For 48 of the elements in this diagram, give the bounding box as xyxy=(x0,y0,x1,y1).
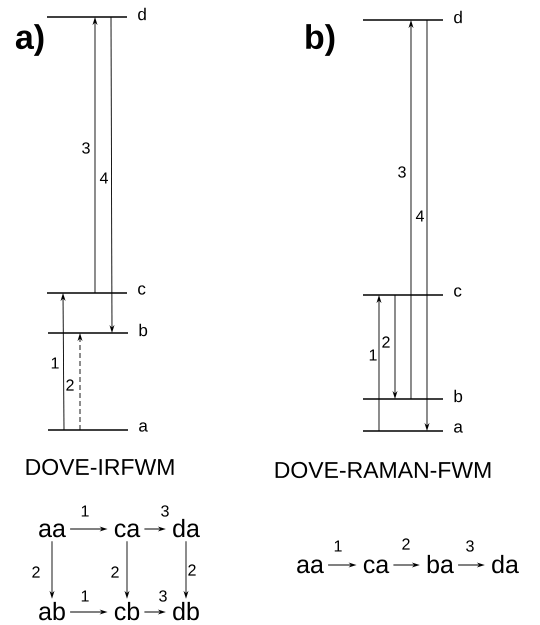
method-name: DOVE-IRFWM xyxy=(26,458,174,476)
edge-label: 2 xyxy=(110,566,120,578)
edge-label: 1 xyxy=(333,540,343,552)
energy-level: d xyxy=(47,8,146,20)
edge-label: 4 xyxy=(415,210,425,222)
energy-level: b xyxy=(48,324,148,336)
edge-label: 2 xyxy=(187,564,197,576)
state-label: ca xyxy=(114,524,140,538)
edge-label: 2 xyxy=(65,378,75,392)
state-label: da xyxy=(492,554,519,574)
panel-label: b) xyxy=(306,24,334,56)
node-label: b xyxy=(454,390,462,402)
energy-level: c xyxy=(363,287,462,297)
energy-level: b xyxy=(363,390,462,402)
state-label: aa xyxy=(297,560,324,574)
energy-level: d xyxy=(363,10,462,24)
energy-level: c xyxy=(47,285,146,295)
edge-label: 4 xyxy=(99,172,109,184)
edge-label: 1 xyxy=(50,357,60,369)
node-label: d xyxy=(454,10,462,24)
state-label: ca xyxy=(364,560,390,574)
energy-level: a xyxy=(363,423,463,433)
node-label: b xyxy=(139,324,148,336)
edge-label: 3 xyxy=(160,504,170,518)
edge-label: 3 xyxy=(465,540,475,552)
edge-label: 1 xyxy=(80,590,90,602)
edge-label: 1 xyxy=(368,349,378,361)
edge-label: 3 xyxy=(158,590,168,602)
node-label: a xyxy=(139,422,148,432)
edge-label: 2 xyxy=(31,566,41,578)
edge-label: 3 xyxy=(397,166,407,178)
state-label: ab xyxy=(39,602,65,620)
energy-level: a xyxy=(48,422,148,432)
edge-label: 2 xyxy=(401,538,411,550)
state-label: da xyxy=(173,518,200,538)
state-label: ba xyxy=(428,554,454,574)
state-label: cb xyxy=(114,602,140,620)
node-label: d xyxy=(138,8,146,20)
node-label: c xyxy=(138,285,146,295)
state-label: aa xyxy=(39,524,66,538)
edge-label: 1 xyxy=(80,505,90,517)
node-label: a xyxy=(454,423,463,433)
panel-label: a) xyxy=(16,24,44,56)
node-label: c xyxy=(454,287,462,297)
edge-label: 3 xyxy=(81,142,91,154)
method-name: DOVE-RAMAN-FWM xyxy=(276,462,490,478)
edge-label: 2 xyxy=(381,336,391,348)
state-label: db xyxy=(173,602,199,620)
